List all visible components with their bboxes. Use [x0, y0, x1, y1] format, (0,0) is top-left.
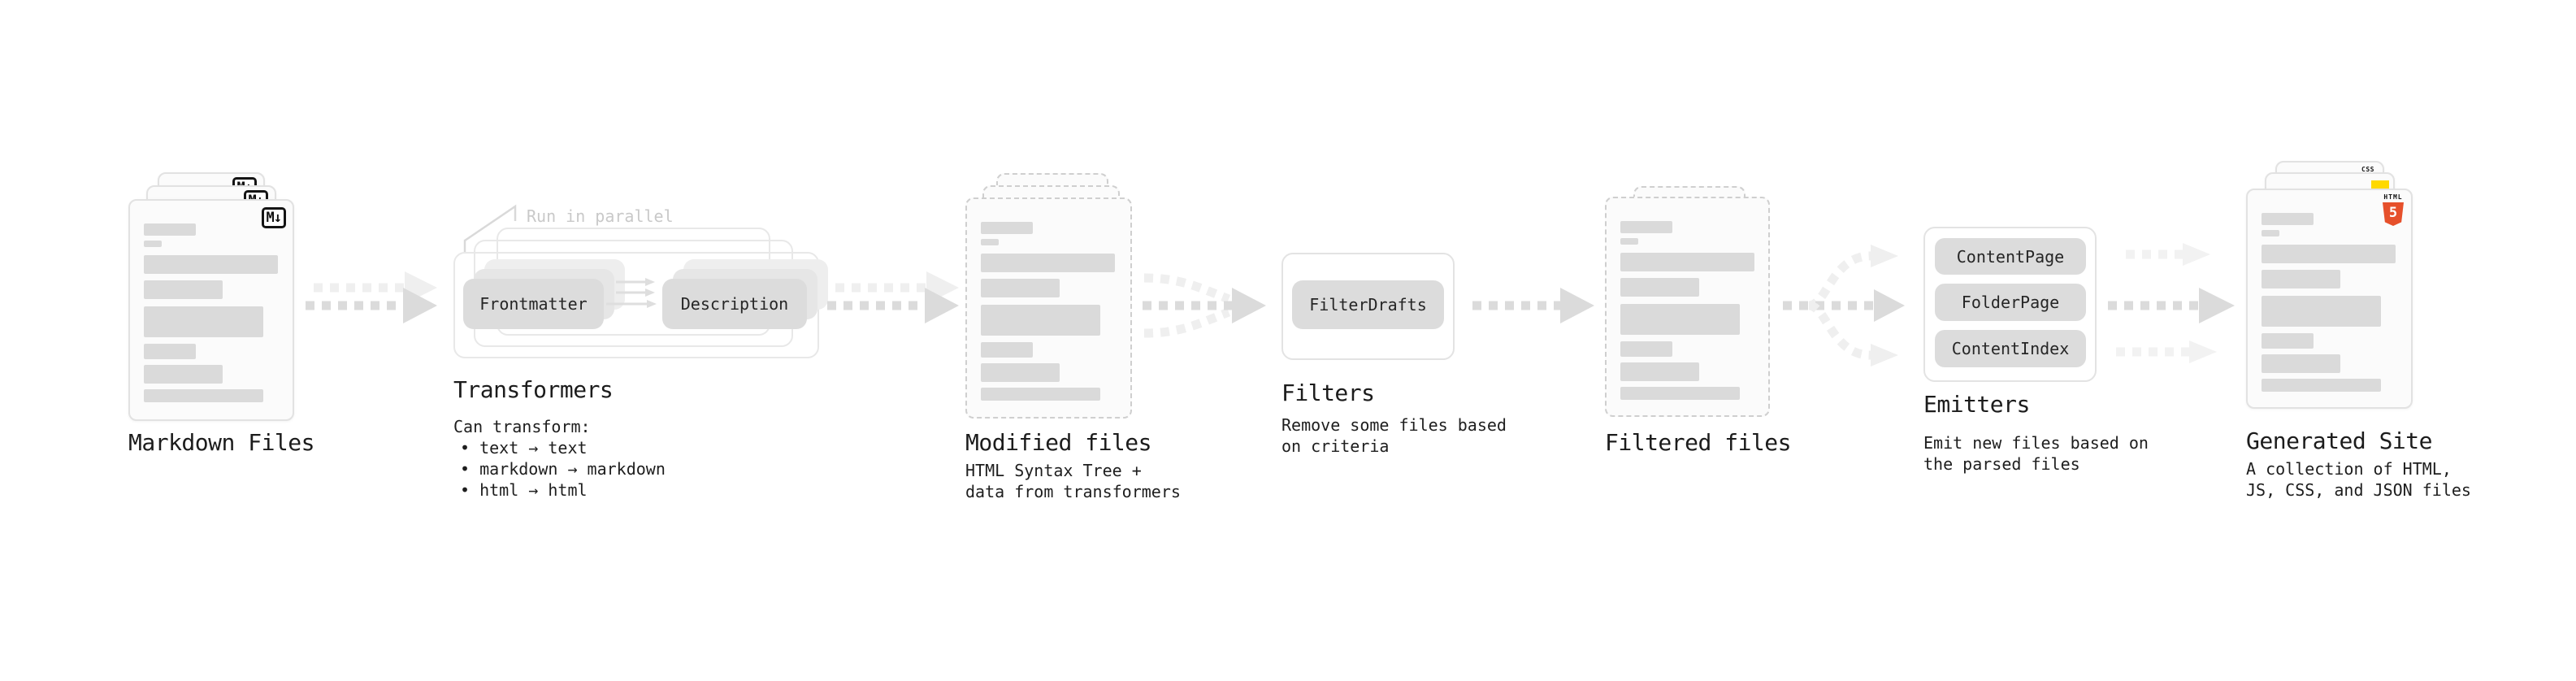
- arrowhead: [1874, 289, 1905, 322]
- stage-title-transformers: Transformers: [453, 376, 614, 403]
- file-card-front: M↓: [128, 199, 294, 421]
- js-icon: [2371, 180, 2389, 190]
- placeholder-text-lines: [2262, 213, 2397, 392]
- arrowhead: [1232, 288, 1266, 323]
- arrowhead: [1871, 344, 1898, 367]
- placeholder-text-lines: [981, 222, 1117, 401]
- html5-icon-word: HTML: [2383, 193, 2403, 201]
- arrowhead: [403, 288, 437, 323]
- modified-files-subtitle: HTML Syntax Tree + data from transformer…: [965, 461, 1181, 501]
- parallel-step-arrows: [606, 278, 657, 308]
- arrowhead: [1560, 288, 1594, 323]
- html5-icon: HTML 5: [2381, 193, 2405, 226]
- pill-folderpage: FolderPage: [1935, 284, 2086, 321]
- arrowhead: [2183, 243, 2210, 266]
- callout-line: [463, 204, 517, 252]
- stage-title-filters: Filters: [1281, 380, 1375, 406]
- file-card-front: [1605, 197, 1770, 417]
- transformers-desc-heading: Can transform:: [453, 417, 591, 436]
- stage-title-modified-files: Modified files: [965, 429, 1152, 456]
- markdown-icon: M↓: [261, 207, 286, 228]
- stage-title-emitters: Emitters: [1923, 391, 2030, 418]
- callout-run-in-parallel: Run in parallel: [527, 206, 674, 226]
- flow-arrow-merge: [1143, 273, 1266, 338]
- file-card-front: HTML 5: [2246, 189, 2413, 409]
- pill-filterdrafts: FilterDrafts: [1292, 280, 1444, 329]
- flow-arrow: [1472, 288, 1594, 323]
- transformers-bullet-3: • html → html: [460, 480, 588, 500]
- pill-contentpage: ContentPage: [1935, 238, 2086, 275]
- flow-arrow-triple: [2108, 243, 2235, 363]
- arrowhead: [2189, 340, 2217, 363]
- transformers-bullet-2: • markdown → markdown: [460, 459, 666, 479]
- pill-description: Description: [662, 279, 807, 329]
- placeholder-text-lines: [144, 223, 279, 402]
- stage-title-filtered-files: Filtered files: [1605, 429, 1792, 456]
- arrowhead: [925, 288, 959, 323]
- pill-contentindex: ContentIndex: [1935, 330, 2086, 367]
- flow-arrow-fanout: [1783, 245, 1905, 367]
- arrowhead: [2199, 288, 2235, 323]
- filters-subtitle: Remove some files based on criteria: [1281, 415, 1507, 456]
- flow-arrow-files: [306, 271, 437, 323]
- generated-site-subtitle: A collection of HTML, JS, CSS, and JSON …: [2246, 459, 2471, 500]
- flow-arrow-files: [827, 271, 959, 323]
- pill-frontmatter: Frontmatter: [463, 279, 604, 329]
- file-card-front: [965, 197, 1132, 419]
- emitters-subtitle: Emit new files based on the parsed files: [1923, 433, 2149, 474]
- stage-title-markdown-files: Markdown Files: [128, 429, 315, 456]
- html5-icon-shield: 5: [2383, 202, 2404, 226]
- stage-title-generated-site: Generated Site: [2246, 427, 2433, 454]
- placeholder-text-lines: [1620, 221, 1754, 400]
- css-icon-label: CSS: [2361, 166, 2374, 173]
- arrowhead: [1871, 245, 1898, 267]
- transformers-bullet-1: • text → text: [460, 438, 588, 458]
